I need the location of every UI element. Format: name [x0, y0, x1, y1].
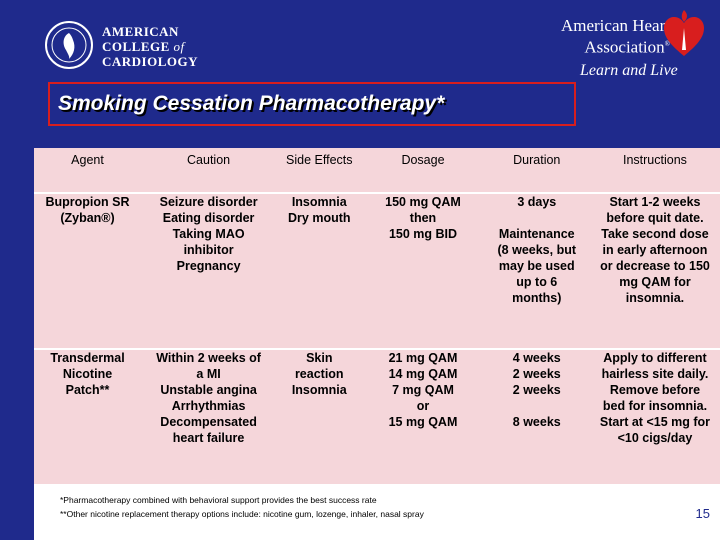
cell-line: 4 weeks [512, 351, 561, 365]
cell-line: Take second dose [601, 227, 709, 241]
cell-line: 14 mg QAM [388, 367, 458, 381]
cell-line: Skin [306, 351, 333, 365]
aha-name-line-2: Association [584, 37, 665, 57]
cell-line: 150 mg BID [388, 227, 458, 241]
cell-line: Dry mouth [288, 211, 351, 225]
left-blue-bar [0, 0, 34, 540]
cell-dosage: 21 mg QAM 14 mg QAM 7 mg QAM or 15 mg QA… [362, 349, 483, 476]
page-number: 15 [695, 506, 710, 521]
cell-line: 7 mg QAM [392, 383, 454, 397]
cell-line: Maintenance [498, 227, 575, 241]
acc-line-1: AMERICAN [102, 24, 179, 39]
cell-line: Nicotine [62, 367, 113, 381]
cell-line: 3 days [517, 195, 557, 209]
cell-line: up to 6 [516, 275, 558, 289]
cell-line: <10 cigs/day [617, 431, 693, 445]
cell-line: 2 weeks [512, 367, 561, 381]
aha-heart-torch-icon [664, 10, 704, 56]
cell-line: (Zyban®) [60, 211, 115, 225]
cell-line: months) [512, 291, 562, 305]
table-row: Bupropion SR (Zyban®) Seizure disorder E… [34, 193, 720, 350]
cell-line: insomnia. [625, 291, 685, 305]
cell-agent: Bupropion SR (Zyban®) [34, 193, 142, 350]
cell-line: Arrhythmias [171, 399, 246, 413]
cell-instructions: Apply to different hairless site daily. … [590, 349, 720, 476]
cell-line: Insomnia [291, 383, 347, 397]
title-box: Smoking Cessation Pharmacotherapy* [48, 82, 576, 126]
cell-line: Start 1-2 weeks [609, 195, 701, 209]
cell-line: 21 mg QAM [388, 351, 458, 365]
footnote-2: **Other nicotine replacement therapy opt… [60, 509, 424, 519]
header-instructions: Instructions [589, 148, 720, 194]
cell-line: may be used [498, 259, 575, 273]
cell-instructions: Start 1-2 weeks before quit date. Take s… [589, 193, 720, 350]
cell-line: reaction [294, 367, 344, 381]
acc-line-2-of: of [173, 39, 185, 54]
cell-line: 15 mg QAM [388, 415, 458, 429]
page-title: Smoking Cessation Pharmacotherapy* [58, 92, 445, 115]
header-caution: Caution [141, 148, 277, 194]
cell-agent: Transdermal Nicotine Patch** [34, 349, 141, 476]
acc-logo-text: AMERICAN COLLEGE of CARDIOLOGY [102, 24, 198, 69]
header-duration: Duration [483, 148, 590, 194]
cell-line: Seizure disorder [159, 195, 258, 209]
cell-line: Start at <15 mg for [599, 415, 711, 429]
header-agent: Agent [34, 148, 142, 194]
cell-line: Bupropion SR [45, 195, 130, 209]
cell-caution: Seizure disorder Eating disorder Taking … [141, 193, 277, 350]
acc-line-2: COLLEGE [102, 39, 174, 54]
cell-line: Patch** [65, 383, 110, 397]
cell-duration: 4 weeks 2 weeks 2 weeks 8 weeks [484, 349, 590, 476]
pharmacotherapy-table: Agent Caution Side Effects Dosage Durati… [34, 148, 720, 476]
table-header-row: Agent Caution Side Effects Dosage Durati… [34, 148, 720, 194]
cell-line: Remove before [609, 383, 701, 397]
aha-tagline: Learn and Live [580, 62, 678, 79]
acc-logo: AMERICAN COLLEGE of CARDIOLOGY [44, 16, 204, 76]
cell-line: Transdermal [50, 351, 125, 365]
cell-line: 2 weeks [512, 383, 561, 397]
footnote-1: *Pharmacotherapy combined with behaviora… [60, 495, 377, 505]
header-dosage: Dosage [362, 148, 484, 194]
cell-line: Taking MAO [172, 227, 245, 241]
cell-line: 150 mg QAM [385, 195, 461, 209]
cell-line: Pregnancy [176, 259, 241, 273]
acc-seal-icon [45, 21, 93, 69]
acc-line-3: CARDIOLOGY [102, 54, 199, 69]
cell-line: inhibitor [183, 243, 234, 257]
cell-line: Unstable angina [160, 383, 257, 397]
cell-line: heart failure [172, 431, 245, 445]
cell-line: 8 weeks [512, 415, 561, 429]
cell-duration: 3 days Maintenance (8 weeks, but may be … [483, 193, 590, 350]
aha-name-line-1: American Heart [560, 16, 670, 35]
cell-line: Within 2 weeks of [156, 351, 261, 365]
cell-line: Insomnia [291, 195, 347, 209]
cell-side-effects: Skin reaction Insomnia [276, 349, 362, 476]
cell-dosage: 150 mg QAM then 150 mg BID [362, 193, 484, 350]
cell-line: Decompensated [160, 415, 257, 429]
cell-line: bed for insomnia. [602, 399, 708, 413]
cell-line: before quit date. [606, 211, 704, 225]
cell-line: in early afternoon [602, 243, 708, 257]
cell-caution: Within 2 weeks of a MI Unstable angina A… [141, 349, 276, 476]
cell-line: then [409, 211, 437, 225]
cell-side-effects: Insomnia Dry mouth [276, 193, 363, 350]
cell-line: Apply to different [603, 351, 707, 365]
cell-line: mg QAM for [619, 275, 691, 289]
cell-line: a MI [196, 367, 221, 381]
cell-line: or [416, 399, 430, 413]
cell-line: hairless site daily. [601, 367, 709, 381]
table-row: Transdermal Nicotine Patch** Within 2 we… [34, 349, 720, 476]
header-side-effects: Side Effects [276, 148, 363, 194]
cell-line: or decrease to 150 [600, 259, 710, 273]
cell-line: Eating disorder [162, 211, 255, 225]
aha-logo-name: American Heart Association® [540, 16, 670, 57]
footnote-area [34, 484, 720, 540]
cell-line: (8 weeks, but [497, 243, 577, 257]
